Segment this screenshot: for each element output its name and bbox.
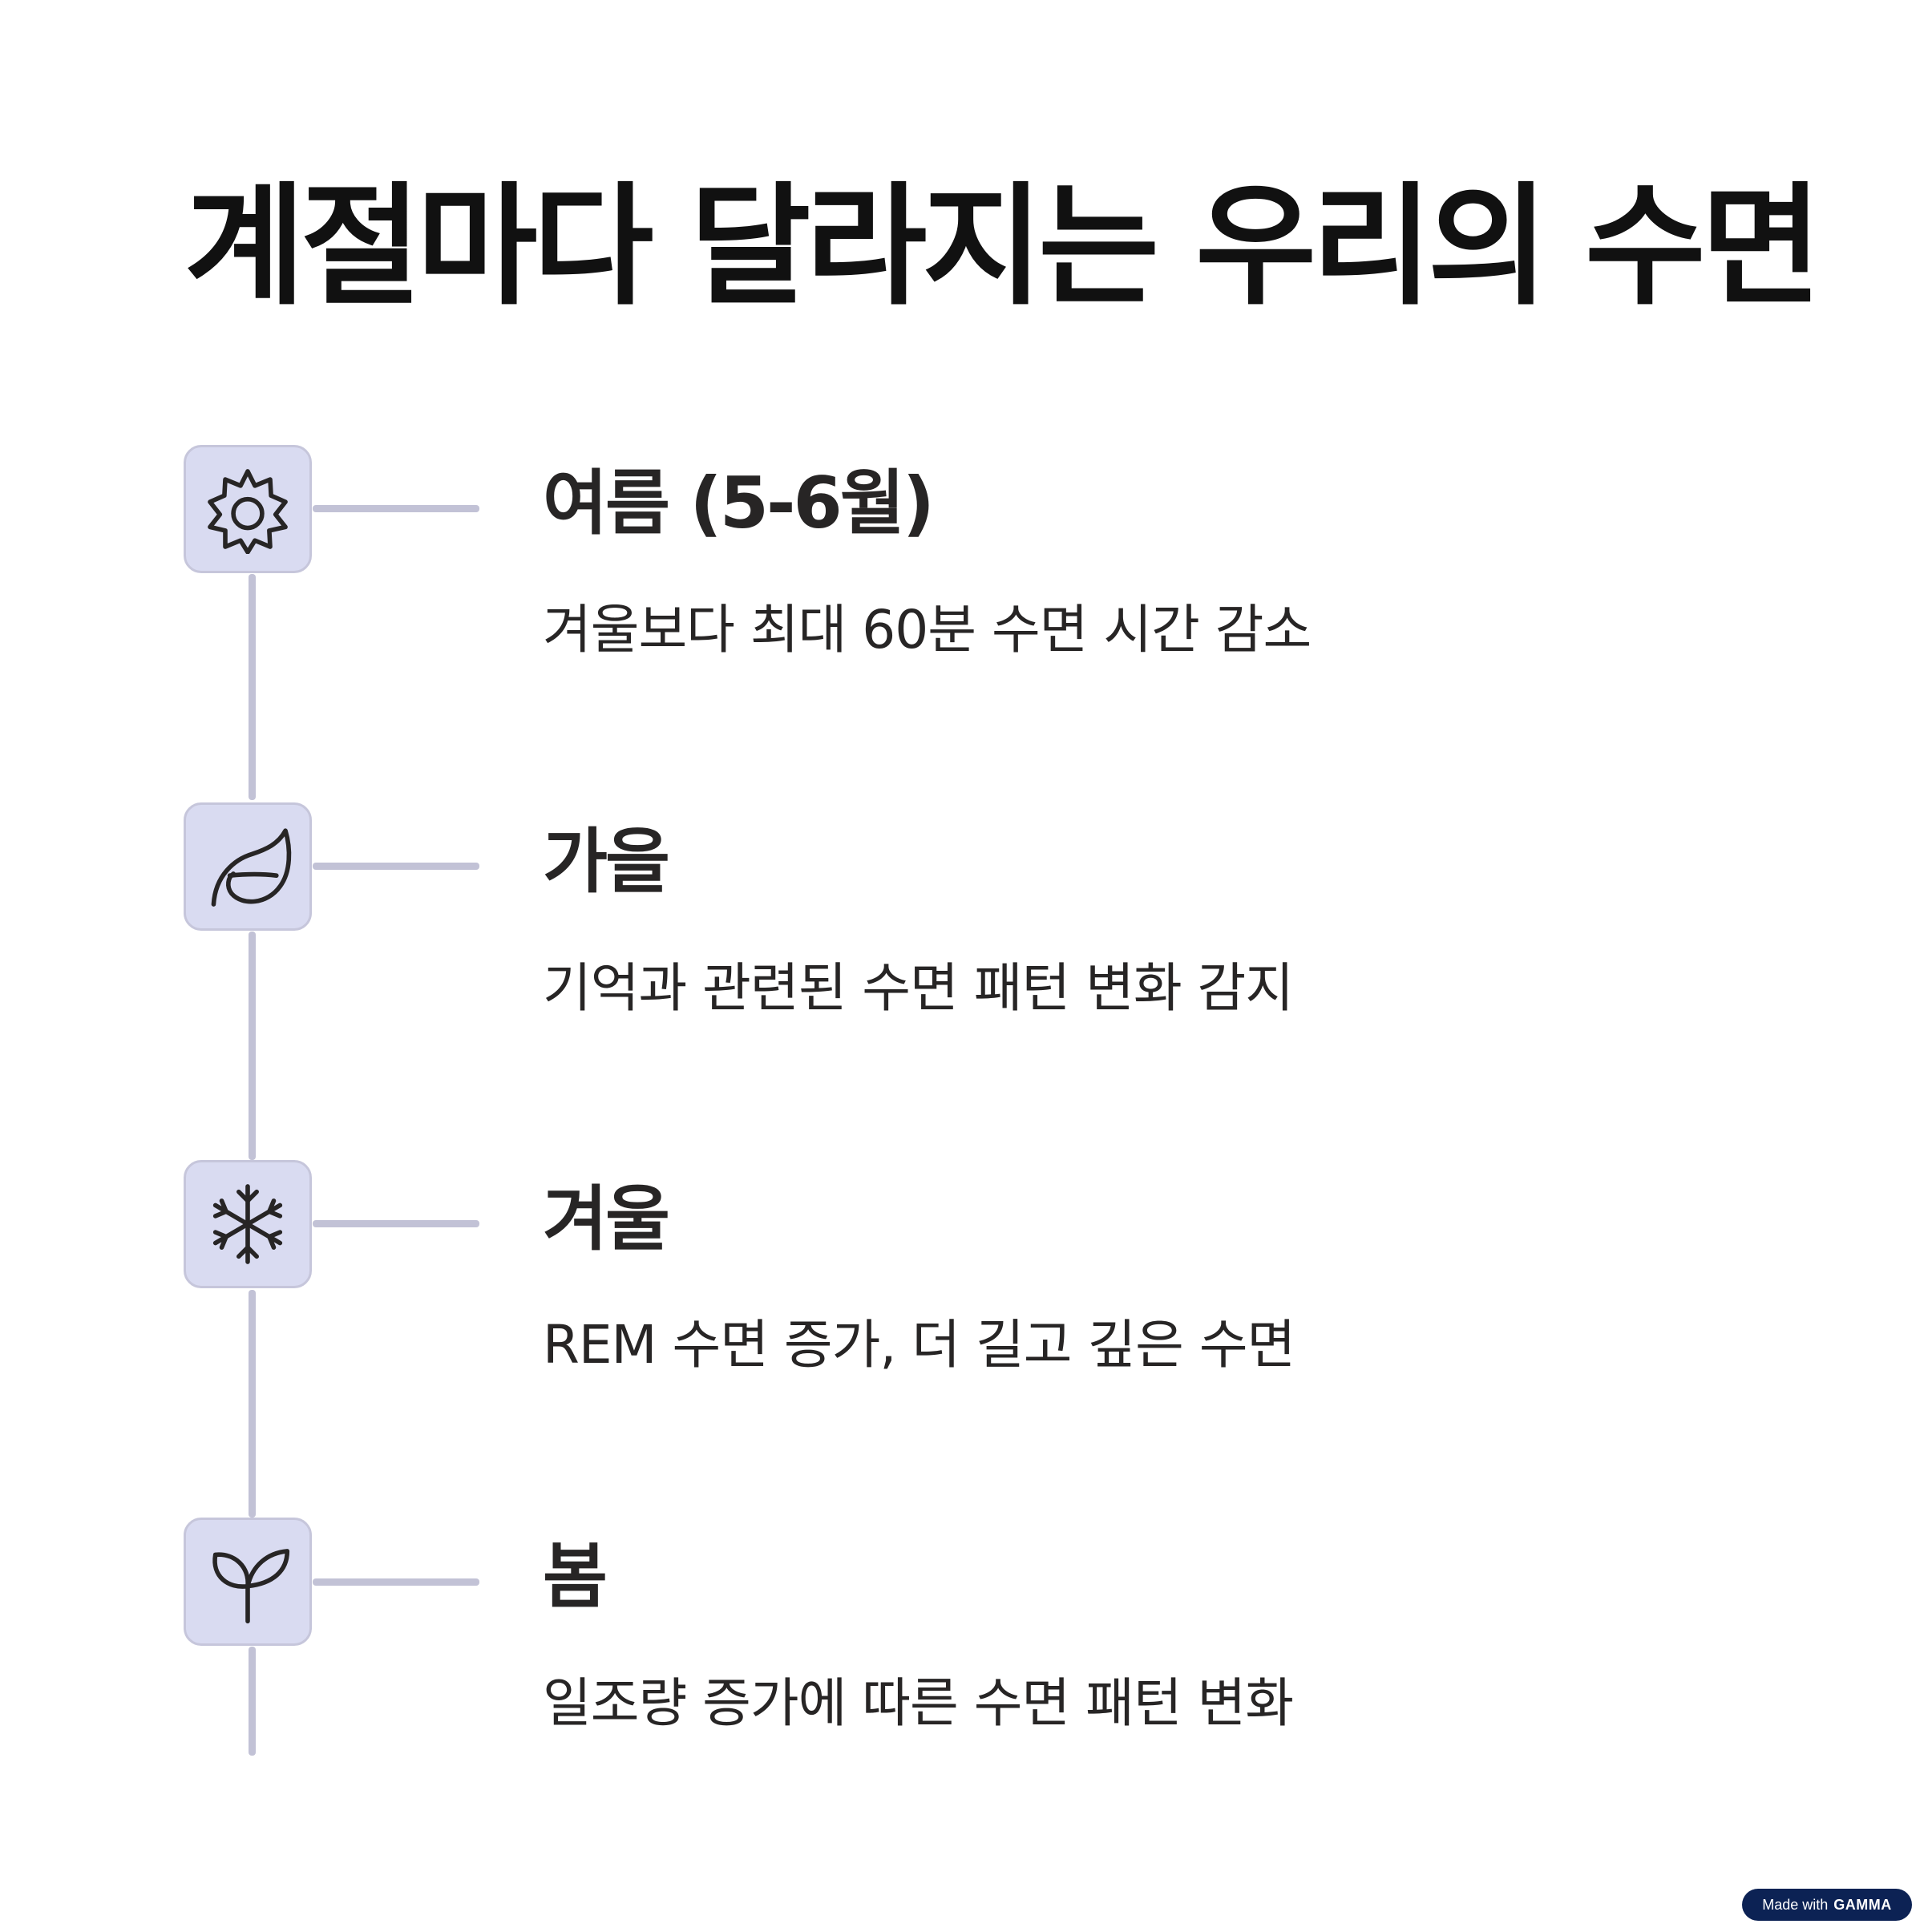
- made-with-gamma-badge[interactable]: Made with GAMMA: [1742, 1889, 1912, 1921]
- season-icon-box-spring: [184, 1518, 312, 1646]
- season-icon-box-summer: [184, 445, 312, 573]
- timeline-branch: [313, 1578, 479, 1586]
- sprout-icon: [212, 1549, 290, 1624]
- timeline-connector: [249, 574, 256, 800]
- page-title: 계절마다 달라지는 우리의 수면: [184, 170, 1822, 323]
- season-description-autumn: 기억과 관련된 수면 패턴 변화 감지: [543, 957, 1294, 1019]
- season-title-summer: 여름 (5-6월): [543, 462, 935, 544]
- season-title-winter: 겨울: [543, 1178, 670, 1260]
- season-icon-box-winter: [184, 1160, 312, 1288]
- season-description-winter: REM 수면 증가, 더 길고 깊은 수면: [543, 1314, 1295, 1376]
- season-title-autumn: 가을: [543, 820, 670, 903]
- gamma-logo: GAMMA: [1833, 1896, 1892, 1913]
- timeline-branch: [313, 1220, 479, 1227]
- snowflake-icon: [212, 1184, 283, 1264]
- timeline-connector: [249, 1647, 256, 1756]
- timeline-connector: [249, 932, 256, 1160]
- timeline-connector: [249, 1290, 256, 1518]
- season-description-summer: 겨울보다 최대 60분 수면 시간 감소: [543, 599, 1312, 661]
- sun-icon: [208, 469, 288, 554]
- timeline-branch: [313, 863, 479, 870]
- timeline-branch: [313, 505, 479, 512]
- season-description-spring: 일조량 증가에 따른 수면 패턴 변화: [543, 1672, 1294, 1734]
- leaf-icon: [211, 828, 292, 907]
- badge-prefix: Made with: [1762, 1896, 1829, 1913]
- season-title-spring: 봄: [543, 1535, 608, 1618]
- season-icon-box-autumn: [184, 802, 312, 931]
